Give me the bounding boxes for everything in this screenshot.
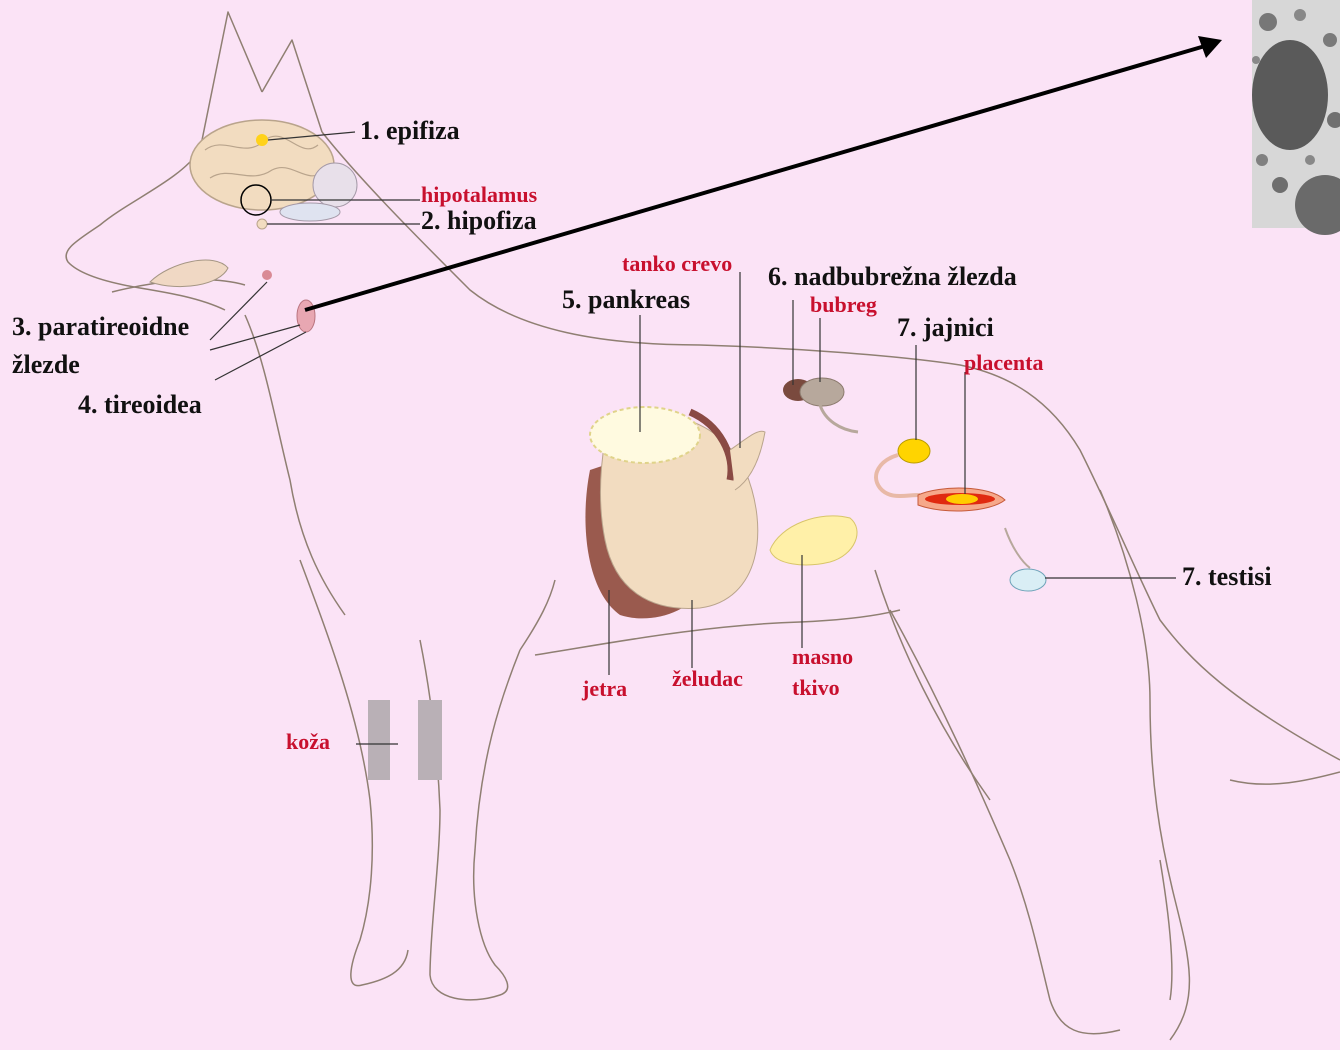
label-paratireoidne: 3. paratireoidne (12, 314, 189, 340)
label-masno: masno (792, 646, 853, 668)
arrow-icon (305, 36, 1222, 310)
label-tkivo: tkivo (792, 677, 840, 699)
label-jetra: jetra (582, 678, 627, 700)
thyroid-gland (297, 300, 315, 332)
label-pankreas: 5. pankreas (562, 287, 690, 313)
histology-micrograph-icon (1252, 0, 1340, 235)
skin-patch (368, 700, 442, 780)
label-zeludac: želudac (672, 668, 743, 690)
label-epifiza: 1. epifiza (360, 118, 460, 144)
label-hipotalamus: hipotalamus (421, 184, 537, 206)
testis (1005, 528, 1046, 591)
label-koza: koža (286, 731, 330, 753)
label-bubreg: bubreg (810, 294, 877, 316)
fat-tissue (770, 516, 857, 565)
label-tanko-crevo: tanko crevo (622, 253, 732, 275)
pancreas (590, 407, 700, 463)
label-tireoidea: 4. tireoidea (78, 392, 202, 418)
kidney-adrenal (783, 378, 858, 432)
brain (190, 120, 357, 221)
tongue (150, 260, 228, 287)
ovary-placenta (876, 439, 1005, 511)
label-jajnici: 7. jajnici (897, 315, 994, 341)
label-testisi: 7. testisi (1182, 564, 1272, 590)
pineal-gland (256, 134, 268, 146)
label-placenta: placenta (964, 352, 1043, 374)
pituitary-gland (257, 219, 267, 229)
label-nadbubrezna-zlezda: 6. nadbubrežna žlezda (768, 264, 1017, 290)
label-paratireoidne-zlezde: žlezde (12, 352, 80, 378)
parathyroid-gland (262, 270, 272, 280)
label-hipofiza: 2. hipofiza (421, 208, 537, 234)
